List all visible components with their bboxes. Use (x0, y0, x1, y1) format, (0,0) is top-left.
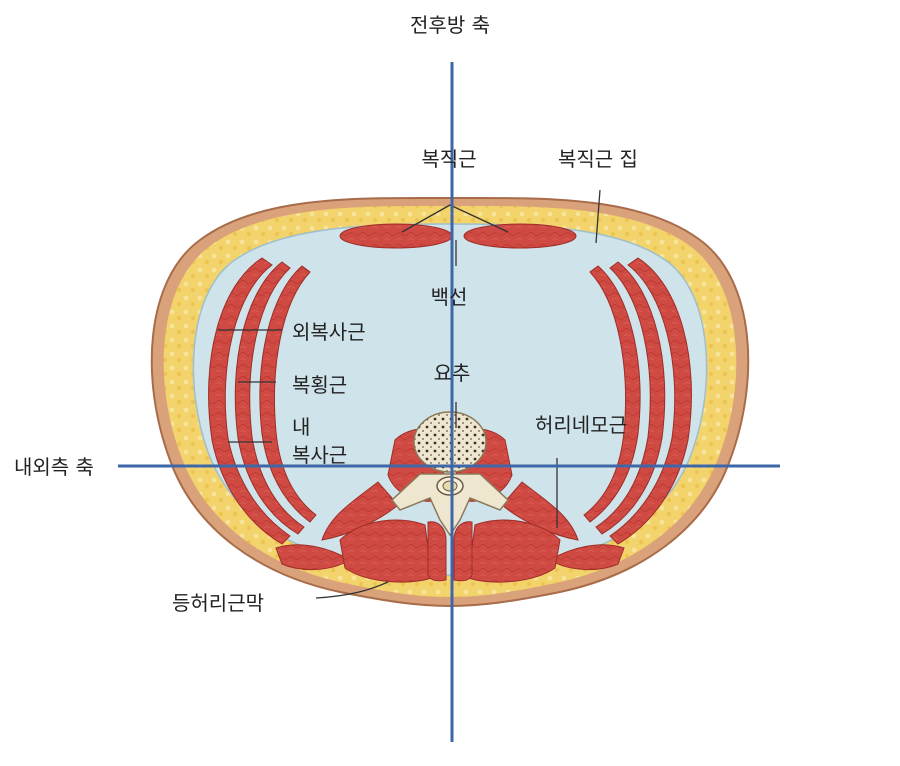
label-quadratus-lumborum: 허리네모근 (535, 413, 627, 437)
quadratus-lumborum-muscle-left (321, 481, 399, 541)
erector-spinae-muscle-left (339, 519, 433, 583)
rectus-abdominis-muscles (339, 223, 577, 249)
multifidus-muscle-left (427, 521, 447, 582)
reference-axes (118, 62, 780, 742)
pointer-rectus-right (449, 204, 509, 233)
external-oblique-muscle-right (609, 257, 692, 545)
pointer-rectus-sheath (595, 189, 601, 244)
rectus-abdominis-left (339, 223, 453, 249)
pointer-lines (218, 189, 601, 599)
erector-spinae-muscle-right (467, 519, 561, 583)
label-external-oblique: 외복사근 (292, 320, 366, 344)
pointer-thoracolumbar-fascia (315, 581, 389, 599)
labels: 전후방 축 내외측 축 복직근 복직근 집 백선 외복사근 복횡근 요추 내 복… (14, 13, 638, 615)
pointer-rectus-left (401, 204, 451, 233)
label-internal-oblique-line2: 복사근 (292, 443, 347, 467)
label-thoracolumbar-fascia: 등허리근막 (172, 591, 264, 615)
multifidus-muscle-right (453, 521, 473, 582)
label-transversus-abdominis: 복횡근 (292, 373, 347, 397)
label-linea-alba: 백선 (431, 285, 468, 309)
axis-label-mediolateral: 내외측 축 (14, 455, 94, 479)
axis-label-anteroposterior: 전후방 축 (410, 13, 490, 37)
spinal-cord (442, 480, 458, 492)
rectus-abdominis-right (463, 223, 577, 249)
label-rectus-abdominis: 복직근 (421, 147, 476, 171)
label-internal-oblique-line1: 내 (292, 415, 310, 439)
vertebral-arch (390, 473, 510, 537)
label-rectus-sheath: 복직근 집 (558, 147, 638, 171)
label-lumbar-vertebra: 요추 (434, 361, 471, 385)
transversus-abdominis-muscle-right (583, 265, 641, 523)
fascia-layer (192, 223, 708, 576)
vertebral-body (413, 411, 487, 473)
quadratus-lumborum-muscle-right (501, 481, 579, 541)
